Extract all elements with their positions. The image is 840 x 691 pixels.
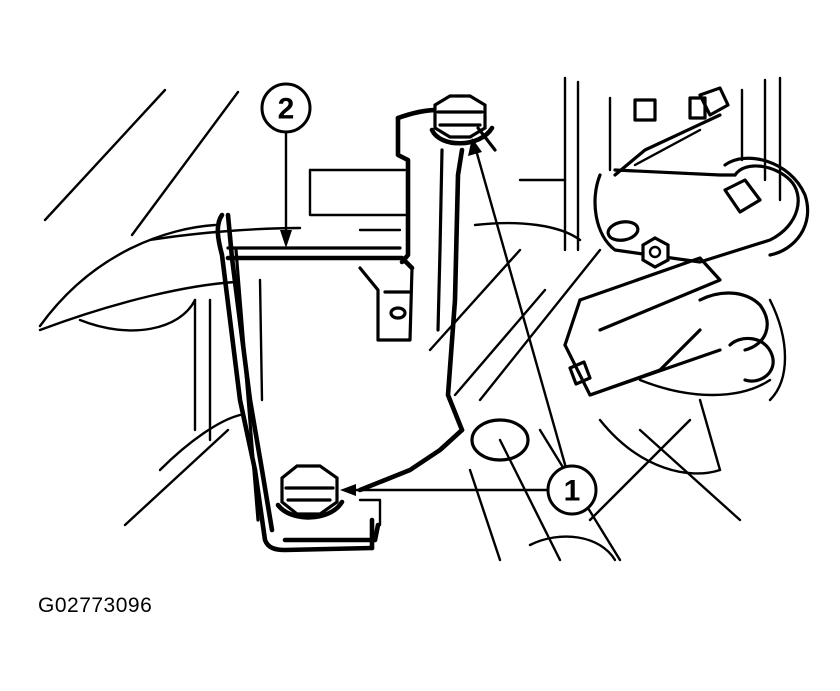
tensioner-assembly bbox=[563, 86, 810, 397]
callout-2-circle bbox=[260, 82, 312, 134]
callout-1-leader-upper bbox=[474, 149, 568, 469]
callout-2: 2 bbox=[260, 82, 312, 248]
callout-1: 1 bbox=[340, 138, 598, 516]
tensioner-bolt bbox=[641, 236, 670, 269]
figure-id: G02773096 bbox=[38, 594, 153, 617]
mounting-bracket bbox=[215, 107, 465, 553]
callout-2-label: 2 bbox=[278, 93, 295, 126]
callout-1-circle bbox=[546, 464, 598, 516]
lower-bracket-bolt bbox=[275, 464, 345, 520]
callout-1-arrowhead-lower bbox=[340, 484, 356, 496]
engine-block-hole bbox=[470, 418, 530, 462]
callout-2-arrowhead bbox=[280, 230, 292, 248]
callout-1-label: 1 bbox=[564, 475, 581, 508]
callout-1-arrowhead-upper bbox=[468, 138, 482, 156]
upper-bracket-bolt bbox=[429, 94, 497, 152]
engine-background-lines bbox=[38, 76, 787, 562]
